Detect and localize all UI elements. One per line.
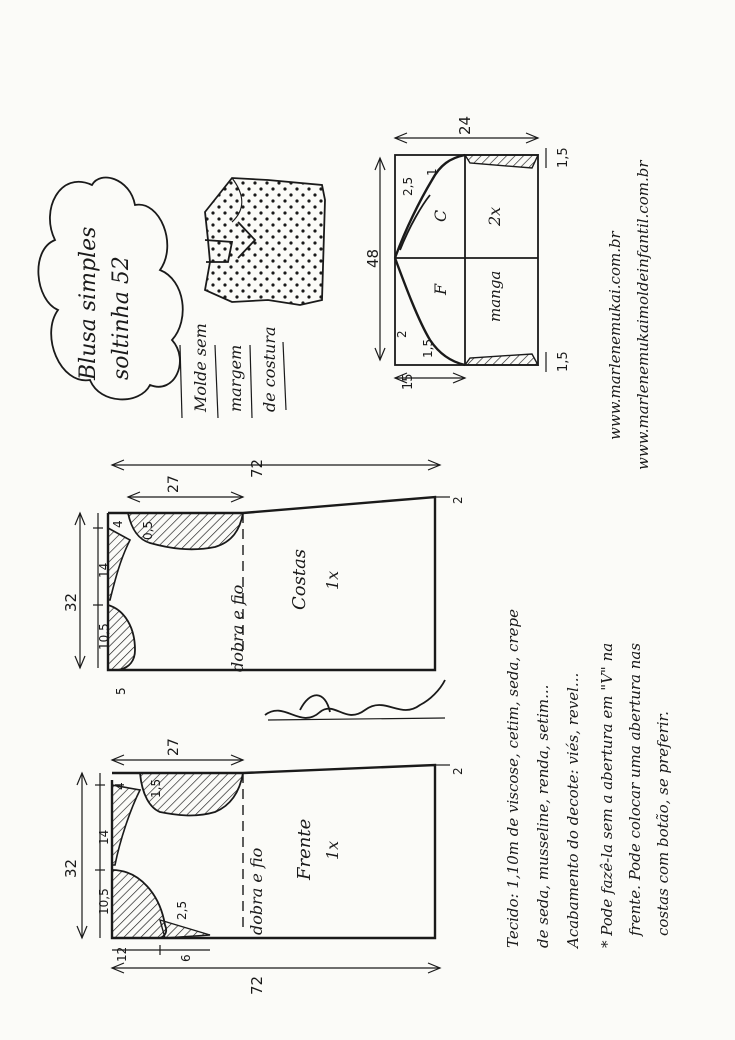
back-dim-2: 2 [451,496,465,504]
back-dim-32: 32 [62,593,80,612]
front-dim-6: 6 [179,954,193,962]
front-dim-2: 2 [451,767,465,775]
notes-line6: costas com botão, se preferir. [654,711,672,936]
sleeve-label-manga: manga [486,271,504,322]
notes-line4: * Pode fazê-la sem a abertura em "V" na [598,643,616,948]
note-mold-line1: Molde sem [191,323,210,413]
back-shoulder [107,526,132,601]
back-label: Costas [289,549,310,610]
back-dim-5: 5 [114,687,128,695]
front-dim-14: 14 [97,830,111,845]
front-dim-2-5: 2,5 [175,901,189,920]
signature [264,679,446,721]
back-dim-10-5: 10,5 [97,623,111,650]
notes-line2: de seda, musseline, renda, setim... [534,685,552,948]
sleeve-hem-top [463,154,540,169]
front-count: 1x [323,841,342,860]
back-armhole [126,512,245,551]
front-dim-1-5: 1,5 [149,779,163,798]
front-dim-10-5: 10,5 [97,888,111,915]
website-credits: www.marlenemukai.com.br www.marlenemukai… [606,160,652,470]
sleeve-dim-48: 48 [364,249,382,268]
website-line1: www.marlenemukai.com.br [606,230,624,440]
back-count: 1x [323,571,342,590]
back-fold: dobra e fio [228,585,247,672]
website-line2: www.marlenemukaimoldeinfantil.com.br [634,160,652,470]
back-dim-27: 27 [166,475,182,493]
notes-line1: Tecido: 1,10m de viscose, cetim, seda, c… [504,609,522,948]
sleeve-dim-2-5: 2,5 [401,177,415,196]
front-pattern: 72 27 32 4 1,5 14 10,5 12 6 2,5 2 Frente… [62,738,465,995]
front-shoulder [111,784,142,866]
sleeve-label-2x: 2x [485,207,504,227]
front-fold: dobra e fio [247,848,266,935]
note-mold-line3: de costura [260,326,279,412]
sleeve-dim-24: 24 [456,116,474,135]
sleeve-dim-1: 1 [425,168,439,176]
front-armhole [139,772,245,817]
front-label: Frente [294,819,315,881]
note-mold-line2: margem [226,345,245,412]
back-pattern: 72 27 32 4 0,5 14 10,5 5 2 Costas 1x dob… [62,459,465,695]
sleeve-dim-1-5-top: 1,5 [556,147,571,168]
front-v-opening [158,918,211,939]
back-neck [107,603,136,671]
front-dim-27: 27 [166,738,182,756]
front-dim-4: 4 [113,782,127,790]
title-cloud: Blusa simples soltinha 52 [37,176,184,401]
notes-line3: Acabamento do decote: viés, revel... [564,673,582,950]
sleeve-dim-2: 2 [395,330,409,338]
fabric-notes: Tecido: 1,10m de viscose, cetim, seda, c… [504,609,672,950]
front-dim-32: 32 [62,859,80,878]
sleeve-dim-1-5-bottom: 1,5 [556,351,571,372]
sleeve-label-c: C [431,210,450,222]
title-line1: Blusa simples [76,227,101,381]
back-dim-14: 14 [97,563,111,578]
mold-note: Molde sem margem de costura [179,323,287,419]
front-neck [111,869,168,939]
sleeve-dim-15: 15 [401,373,416,390]
sleeve-hem-bottom [463,353,540,366]
front-dim-72: 72 [248,976,266,995]
sleeve-label-f: F [431,283,450,296]
notes-line5: frente. Pode colocar uma abertura nas [626,643,644,937]
sleeve-dim-1-5-inner: 1,5 [421,339,435,358]
back-dim-0-5: 0,5 [141,521,155,540]
title-line2: soltinha 52 [109,256,134,380]
sleeve-pattern: 48 24 1,5 1,5 15 2,5 1 2 1,5 C F 2x mang… [364,116,571,390]
blouse-illustration [203,177,326,306]
back-dim-4: 4 [111,520,125,528]
back-dim-72: 72 [248,459,266,478]
front-dim-12: 12 [115,947,129,962]
